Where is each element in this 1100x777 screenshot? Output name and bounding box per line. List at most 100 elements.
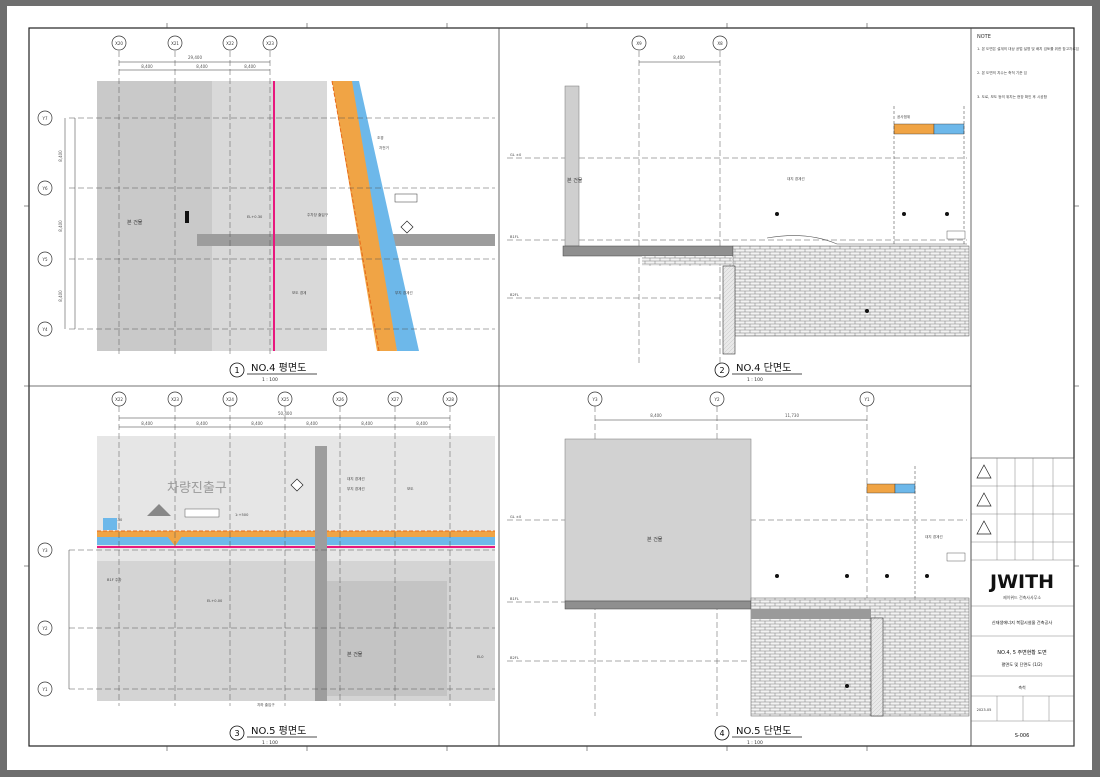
grid-label-x: X20 (115, 41, 123, 46)
building-label: 본 건물 (567, 177, 583, 184)
panel-plan-no4: X20 X21 X22 X23 Y7 Y6 Y5 Y4 29,400 8,400… (37, 35, 495, 383)
grid-label-x: X22 (226, 41, 234, 46)
drawing-sheet: X20 X21 X22 X23 Y7 Y6 Y5 Y4 29,400 8,400… (7, 6, 1092, 770)
annotation: 대지 경계선 (347, 476, 365, 481)
panel-scale: 1 : 100 (262, 740, 278, 746)
grid-label-x: X8 (717, 41, 723, 46)
grid-label-y: Y4 (42, 327, 48, 332)
panel-title: NO.5 평면도 (251, 725, 306, 737)
annotation: EL+0.30 (247, 215, 263, 219)
annotation: 보도 (407, 487, 414, 491)
sheet-number: S-006 (1015, 733, 1030, 739)
panel-title: NO.4 단면도 (736, 362, 791, 374)
note-item: 2. 본 도면의 치수는 축척 기준 임 (977, 70, 1027, 75)
dim-span: 8,400 (306, 421, 318, 426)
building-label: 본 건물 (127, 219, 143, 226)
annotation: 공사범위 (897, 114, 910, 119)
annotation: 부지 경계선 (347, 486, 365, 491)
annotation: 보도 경계 (292, 290, 306, 295)
panel-scale: 1 : 100 (262, 377, 278, 383)
grid-label-x: X24 (226, 397, 234, 402)
dim-left: 8,400 (58, 290, 63, 302)
panel-number: 2 (719, 366, 724, 375)
drawing-subtitle: 평면도 및 단면도 (1/2) (1002, 661, 1043, 668)
annotation: 부지 경계선 (395, 290, 413, 295)
annotation: 지하 출입구 (257, 702, 275, 707)
road-strip (197, 234, 495, 246)
level-label: GL ±0 (510, 153, 522, 157)
panel-scale: 1 : 100 (747, 377, 763, 383)
grid-label-y: Y5 (42, 257, 48, 262)
dim-span: 8,400 (416, 421, 428, 426)
revision-triangle-icon (976, 520, 992, 535)
level-label: B1FL (510, 235, 519, 239)
grid-label-y: Y6 (42, 186, 48, 191)
dim-span: 8,400 (196, 64, 208, 69)
road-strip (315, 446, 327, 701)
dim-span: 8,400 (361, 421, 373, 426)
revision-triangle-icon (976, 464, 992, 479)
company-logo: JWITH (988, 571, 1054, 593)
drawing-date: 2023.05 (977, 708, 992, 712)
zone-orange (97, 531, 495, 537)
dim-span: 8,400 (141, 421, 153, 426)
grid-label-x: X9 (636, 41, 642, 46)
panel-title: NO.4 평면도 (251, 362, 306, 374)
dim-left: 8,400 (58, 220, 63, 232)
title-block: NOTE 1. 본 도면은 설계의 대상 공법 설명 및 배치 검토를 위한 참… (970, 34, 1079, 747)
project-name: 신재생에너지 복합시설물 건축공사 (992, 619, 1053, 626)
grid-label-x: X28 (446, 397, 454, 402)
building-wall (564, 85, 580, 247)
annotation: 자전거 (379, 145, 389, 150)
grid-label-x: X21 (171, 41, 179, 46)
note-item: 3. 도로, 보도 등의 위치는 현장 확인 후 시공함 (977, 94, 1048, 99)
retaining-wall (722, 265, 736, 355)
grid-label-x: X26 (336, 397, 344, 402)
grid-label-x: Y3 (592, 397, 598, 402)
dim-span: 8,400 (196, 421, 208, 426)
annotation: 주차장 출입구 (307, 212, 329, 217)
panel-plan-no5: X22 X23 X24 X25 X26 X27 X28 Y3 Y2 Y1 50,… (37, 391, 495, 746)
grid-label-x: X27 (391, 397, 399, 402)
dim-span: 8,400 (141, 64, 153, 69)
annotation: B1F 주차 (107, 577, 122, 582)
grid-label-x: X25 (281, 397, 289, 402)
entrance-label: 차량진출구 (167, 481, 227, 496)
revision-triangle-icon (976, 492, 992, 507)
dim-span: 8,400 (244, 64, 256, 69)
dim-span: 8,400 (251, 421, 263, 426)
ground-fill (732, 245, 970, 337)
zone-orange (332, 81, 397, 351)
scale-label: 축척 (1018, 684, 1026, 690)
annotation: 1:+500 (235, 513, 249, 517)
panel-scale: 1 : 100 (747, 740, 763, 746)
panel-title: NO.5 단면도 (736, 725, 791, 737)
grid-label-x: X22 (115, 397, 123, 402)
grid-label-y: Y3 (42, 548, 48, 553)
dim-span: 8,400 (673, 55, 685, 60)
dim-span: 11,730 (785, 413, 799, 418)
orange-boundary (331, 80, 380, 352)
note-item: 1. 본 도면은 설계의 대상 공법 설명 및 배치 검토를 위한 참고자료임 (977, 46, 1079, 51)
grid-label-y: Y1 (42, 687, 48, 692)
sheet-border (28, 27, 1075, 747)
panel-section-no4: X9 X8 8,400 본 건물 대지 경계선 GL ±0 B1FL B2FL … (507, 35, 970, 383)
annotation: 조경 (377, 135, 384, 140)
building-footprint (97, 81, 212, 351)
annotation: EL+0.00 (207, 599, 223, 603)
panel-number: 1 (234, 366, 239, 375)
company-subtitle: 제이위드 건축사사무소 (1003, 594, 1041, 600)
grid-label-y: Y7 (42, 116, 48, 121)
grid-label-x: Y2 (714, 397, 720, 402)
notes-heading: NOTE (977, 34, 991, 40)
dim-total: 50,400 (278, 411, 292, 416)
dim-span: 8,400 (650, 413, 662, 418)
panel-section-no5: Y3 Y2 Y1 8,400 11,730 본 건물 대지 경계선 GL ±0 … (507, 391, 970, 746)
entrance-triangle-icon (147, 504, 171, 516)
level-label: B2FL (510, 656, 519, 660)
dim-left: 8,400 (58, 150, 63, 162)
grid-label-x: Y1 (864, 397, 870, 402)
level-label: GL ±0 (510, 515, 522, 519)
building-footprint (327, 581, 447, 696)
section-marker-icon (400, 220, 414, 234)
